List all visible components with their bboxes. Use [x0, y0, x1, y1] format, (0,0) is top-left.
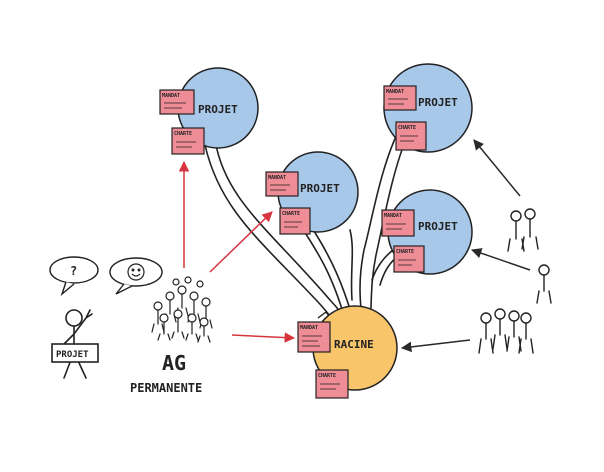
- svg-text:CHARTE: CHARTE: [174, 131, 192, 137]
- charte-card: CHARTE: [171, 127, 205, 155]
- projet-label-middle: PROJET: [300, 182, 340, 195]
- projet-label-right: PROJET: [418, 220, 458, 233]
- mandat-card: MANDAT: [383, 85, 417, 111]
- red-arrows: [178, 160, 296, 343]
- charte-card: CHARTE: [279, 207, 311, 235]
- arrow-to-racine: [231, 332, 296, 343]
- mandat-card: MANDAT: [159, 89, 195, 115]
- person-with-sign: [51, 309, 99, 379]
- cards: MANDAT CHARTE MANDAT CHARTE MANDAT CHART: [159, 85, 427, 399]
- charte-card: CHARTE: [395, 121, 427, 151]
- arrow-to-racine-right: [400, 339, 471, 353]
- svg-text:?: ?: [70, 264, 77, 278]
- racine-label: RACINE: [334, 338, 374, 351]
- charte-card: CHARTE: [315, 369, 349, 399]
- person-sign-label: PROJET: [56, 350, 89, 360]
- projet-label-top-left: PROJET: [198, 103, 238, 116]
- svg-text:CHARTE: CHARTE: [398, 125, 416, 131]
- mandat-card: MANDAT: [381, 209, 415, 237]
- person-single-right: [536, 264, 552, 304]
- svg-text:MANDAT: MANDAT: [384, 213, 402, 219]
- people-group-bottom-right: [478, 308, 534, 354]
- smiley-icon: [127, 263, 145, 281]
- people-group-top-right: [507, 208, 539, 252]
- charte-card: CHARTE: [393, 245, 425, 273]
- ag-label-line2: PERMANENTE: [130, 381, 202, 395]
- mandat-card: MANDAT: [265, 171, 299, 197]
- arrow-to-projet-top-right: [473, 139, 521, 197]
- mandat-card: MANDAT: [297, 321, 331, 353]
- smiley-bubble: [109, 257, 163, 295]
- projet-label-top-right: PROJET: [418, 96, 458, 109]
- arrow-to-projet-right: [471, 248, 531, 271]
- svg-text:MANDAT: MANDAT: [386, 89, 404, 95]
- speech-bubbles: ?: [49, 256, 163, 297]
- svg-text:MANDAT: MANDAT: [162, 93, 180, 99]
- question-bubble: ?: [49, 256, 99, 297]
- svg-text:MANDAT: MANDAT: [300, 325, 318, 331]
- ag-label-line1: AG: [162, 351, 186, 375]
- svg-text:CHARTE: CHARTE: [396, 249, 414, 255]
- svg-text:CHARTE: CHARTE: [318, 373, 336, 379]
- svg-text:CHARTE: CHARTE: [282, 211, 300, 217]
- ag-crowd: [151, 276, 213, 343]
- svg-text:MANDAT: MANDAT: [268, 175, 286, 181]
- arrow-to-projet-middle: [209, 211, 273, 273]
- dark-arrows: [400, 139, 531, 353]
